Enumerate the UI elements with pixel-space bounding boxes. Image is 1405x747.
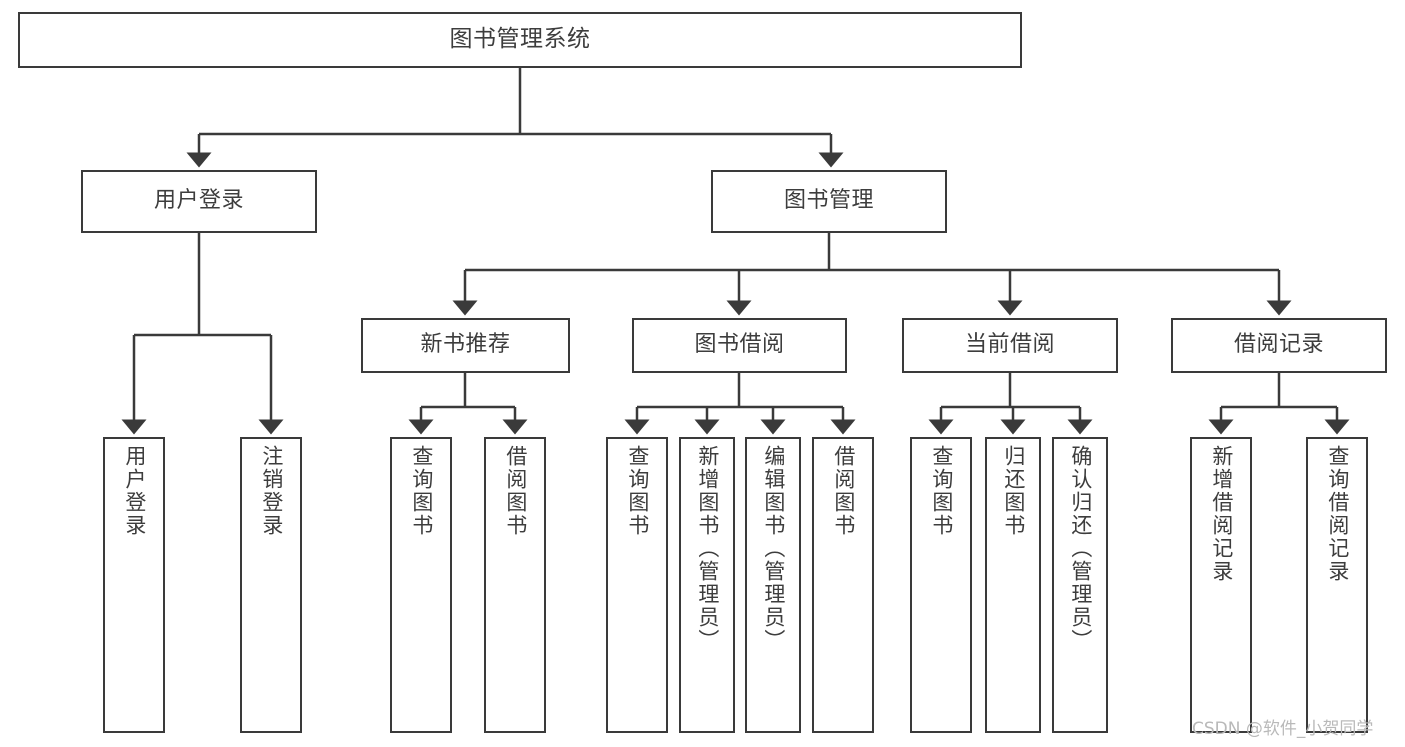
leaf-node[interactable]: 确认归还（管理员） [1052, 437, 1108, 733]
node-level2-current-borrow-label: 当前借阅 [964, 332, 1055, 358]
leaf-node[interactable]: 借阅图书 [484, 437, 546, 733]
leaf-node[interactable]: 新增图书（管理员） [679, 437, 735, 733]
leaf-node-label: 查询图书 [929, 445, 954, 537]
node-level2-new-book-recommend-label: 新书推荐 [420, 332, 511, 358]
node-level1-user-login-label: 用户登录 [153, 188, 244, 214]
leaf-node[interactable]: 新增借阅记录 [1190, 437, 1252, 733]
leaf-node-label: 查询图书 [625, 445, 650, 537]
leaf-node[interactable]: 借阅图书 [812, 437, 874, 733]
leaf-node[interactable]: 查询图书 [910, 437, 972, 733]
node-level2-book-borrow-label: 图书借阅 [694, 332, 785, 358]
leaf-node[interactable]: 查询图书 [606, 437, 668, 733]
node-root-label: 图书管理系统 [449, 26, 591, 53]
node-level1-book-management-label: 图书管理 [783, 188, 874, 214]
leaf-node[interactable]: 查询借阅记录 [1306, 437, 1368, 733]
leaf-node[interactable]: 查询图书 [390, 437, 452, 733]
leaf-node-label: 用户登录 [122, 445, 147, 537]
node-level1-book-management[interactable]: 图书管理 [711, 170, 947, 233]
leaf-node[interactable]: 归还图书 [985, 437, 1041, 733]
leaf-node-label: 新增借阅记录 [1209, 445, 1234, 583]
leaf-node-label: 查询借阅记录 [1325, 445, 1350, 583]
leaf-node-label: 借阅图书 [831, 445, 856, 537]
leaf-node-label: 确认归还（管理员） [1068, 445, 1093, 652]
node-level2-current-borrow[interactable]: 当前借阅 [902, 318, 1118, 373]
leaf-node[interactable]: 注销登录 [240, 437, 302, 733]
csdn-watermark: CSDN @软件_小贺同学 [1192, 719, 1374, 739]
leaf-node-label: 归还图书 [1001, 445, 1026, 537]
leaf-node-label: 借阅图书 [503, 445, 528, 537]
node-level1-user-login[interactable]: 用户登录 [81, 170, 317, 233]
leaf-node[interactable]: 编辑图书（管理员） [745, 437, 801, 733]
node-level2-new-book-recommend[interactable]: 新书推荐 [361, 318, 570, 373]
node-level2-borrow-record-label: 借阅记录 [1233, 332, 1324, 358]
leaf-node-label: 编辑图书（管理员） [761, 445, 786, 652]
leaf-node-label: 查询图书 [409, 445, 434, 537]
node-root[interactable]: 图书管理系统 [18, 12, 1022, 68]
leaf-node-label: 注销登录 [259, 445, 284, 537]
leaf-node-label: 新增图书（管理员） [695, 445, 720, 652]
leaf-node[interactable]: 用户登录 [103, 437, 165, 733]
node-level2-borrow-record[interactable]: 借阅记录 [1171, 318, 1387, 373]
node-level2-book-borrow[interactable]: 图书借阅 [632, 318, 847, 373]
